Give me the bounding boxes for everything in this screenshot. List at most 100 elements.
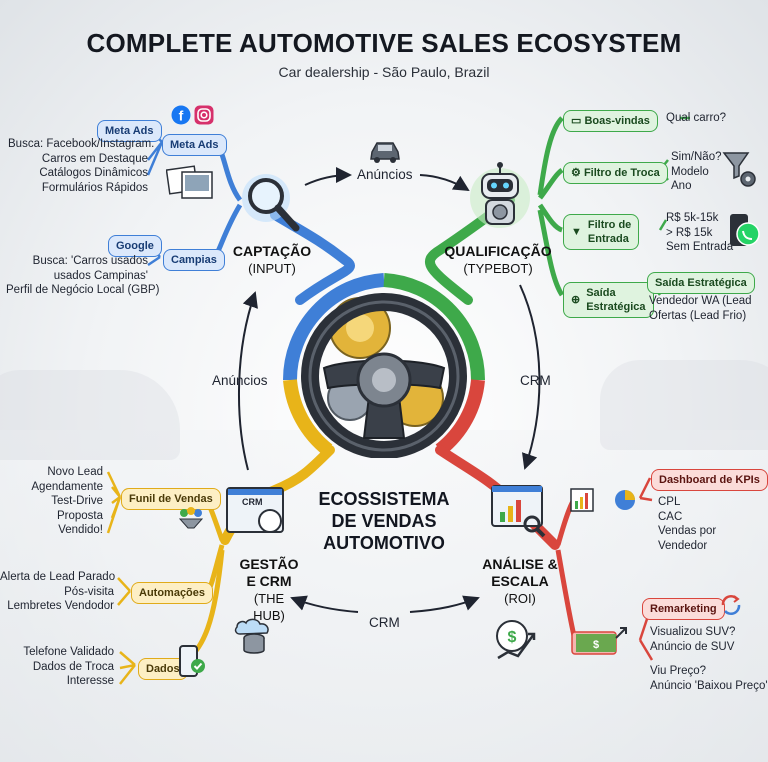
captacao-hub-title: CAPTAÇÃO (INPUT): [222, 243, 322, 277]
list-item: > R$ 15k: [666, 226, 733, 241]
analise-title-line2: ESCALA: [470, 573, 570, 590]
list-item: Vendas por: [658, 524, 716, 539]
remarketing-items: Visualizou SUV? Anúncio de SUV Viu Preço…: [650, 625, 768, 693]
list-item: Agendamente: [8, 480, 103, 495]
list-item: Catálogos Dinâmicos: [8, 166, 148, 181]
flow-label-top: Anúncios: [357, 167, 413, 182]
list-item: Formulários Rápidos: [8, 181, 148, 196]
list-item: Telefone Validado: [8, 645, 114, 660]
captacao-subtitle: (INPUT): [222, 260, 322, 277]
saida-estrategica-pill: ⊕ Saída Estratégica: [563, 282, 654, 318]
boas-vindas-leaf: Qual carro?: [666, 111, 726, 126]
instagram-icon: [194, 105, 214, 125]
list-item: Alerta de Lead Parado: [0, 570, 114, 585]
gestao-title-line1: GESTÃO: [238, 556, 300, 573]
campias-pill: Campias: [163, 249, 225, 271]
list-item: Novo Lead: [8, 465, 103, 480]
boas-vindas-pill: ▭ Boas-vindas: [563, 110, 658, 132]
center-title: ECOSSISTEMA DE VENDAS AUTOMOTIVO: [296, 488, 472, 554]
center-title-line3: AUTOMOTIVO: [296, 532, 472, 554]
filter-icon: ▼: [571, 225, 582, 239]
exit-icon: ⊕: [571, 293, 580, 307]
whatsapp-icon: [728, 212, 760, 250]
crm-screen-icon: CRM: [226, 487, 284, 533]
list-item: Perfil de Negócio Local (GBP): [6, 283, 148, 298]
filtro-troca-pill: ⚙ Filtro de Troca: [563, 162, 668, 184]
filtro-entrada-items: R$ 5k-15k > R$ 15k Sem Entrada: [666, 211, 733, 255]
crm-screen-label: CRM: [228, 495, 282, 507]
chat-icon: ▭: [571, 115, 581, 127]
qualificacao-title: QUALIFICAÇÃO: [438, 243, 558, 260]
analise-hub-title: ANÁLISE & ESCALA (ROI): [470, 556, 570, 607]
filtro-troca-items: Sim/Não? Modelo Ano: [671, 150, 722, 194]
meta-ads-items: Busca: Facebook/Instagram. Carros em Des…: [8, 137, 148, 195]
magnifier-icon: [240, 172, 306, 238]
funnel-icon: [722, 150, 760, 190]
phone-check-icon: [178, 644, 206, 678]
list-item: Ofertas (Lead Frio): [649, 309, 752, 324]
list-item: Vendedor WA (Lead: [649, 294, 752, 309]
dashboard-chart-icon: [490, 484, 548, 538]
svg-text:$: $: [593, 639, 599, 651]
dados-items: Telefone Validado Dados de Troca Interes…: [8, 645, 114, 689]
list-item: Vendedor: [658, 539, 716, 554]
captacao-title: CAPTAÇÃO: [222, 243, 322, 260]
automacoes-pill: Automações: [131, 582, 213, 604]
robot-icon: [470, 160, 530, 234]
list-item: Sem Entrada: [666, 240, 733, 255]
saida-line2: Estratégica: [586, 300, 645, 314]
cloud-database-icon: [232, 616, 276, 656]
list-item: Modelo: [671, 165, 722, 180]
list-item: usados Campinas': [6, 269, 148, 284]
list-item: Proposta: [8, 509, 103, 524]
list-item: Carros em Destaque: [8, 152, 148, 167]
car-icon: [368, 138, 402, 164]
gestao-title-line2: E CRM: [238, 573, 300, 590]
qualificacao-subtitle: (TYPEBOT): [438, 260, 558, 277]
saida-items: Vendedor WA (Lead Ofertas (Lead Frio): [649, 294, 752, 323]
list-item: Interesse: [8, 674, 114, 689]
boas-vindas-label: Boas-vindas: [584, 115, 649, 127]
funil-items: Novo Lead Agendamente Test-Drive Propost…: [8, 465, 103, 538]
list-item: CPL: [658, 495, 716, 510]
list-item: R$ 5k-15k: [666, 211, 733, 226]
flow-label-right: CRM: [520, 373, 551, 388]
remarketing-pill: Remarketing: [642, 598, 725, 620]
list-item: Test-Drive: [8, 494, 103, 509]
list-item: Anúncio 'Baixou Preço': [650, 679, 768, 694]
roi-dollar-icon: $: [494, 614, 542, 662]
list-item: CAC: [658, 510, 716, 525]
list-item: Busca: Facebook/Instagram.: [8, 137, 148, 152]
facebook-icon: f: [171, 105, 191, 125]
gestao-hub-title: GESTÃO E CRM (THE HUB): [238, 556, 300, 624]
gear-icon: ⚙: [571, 167, 581, 179]
list-item: Viu Preço?: [650, 664, 768, 679]
list-item: Anúncio de SUV: [650, 640, 768, 655]
center-title-line2: DE VENDAS: [296, 510, 472, 532]
automacoes-items: Alerta de Lead Parado Pós-visita Lembret…: [0, 570, 114, 614]
refresh-icon: [719, 593, 743, 617]
analise-title-line3: (ROI): [470, 590, 570, 607]
list-item: Busca: 'Carros usados: [6, 254, 148, 269]
filtro-entrada-line1: Filtro de: [588, 218, 631, 232]
list-item: Dados de Troca: [8, 660, 114, 675]
money-icon: $: [568, 624, 632, 658]
saida-line1: Saída: [586, 286, 645, 300]
steering-wheel-icon: [290, 288, 478, 458]
svg-text:f: f: [179, 108, 184, 124]
flow-label-left: Anúncios: [212, 373, 268, 388]
meta-ads-inner-pill: Meta Ads: [162, 134, 227, 156]
kpi-items: CPL CAC Vendas por Vendedor: [658, 495, 716, 553]
flow-label-bottom: CRM: [369, 615, 400, 630]
svg-text:$: $: [508, 629, 517, 646]
filtro-entrada-line2: Entrada: [588, 232, 631, 246]
analise-title-line1: ANÁLISE &: [470, 556, 570, 573]
center-title-line1: ECOSSISTEMA: [296, 488, 472, 510]
kpi-charts-icon: [570, 487, 638, 513]
filtro-entrada-pill: ▼ Filtro de Entrada: [563, 214, 639, 250]
list-item: Visualizou SUV?: [650, 625, 768, 640]
clock-icon: [258, 509, 282, 533]
car-photos-icon: [166, 162, 216, 202]
list-item: Sim/Não?: [671, 150, 722, 165]
saida-estrategica-tag: Saída Estratégica: [647, 272, 755, 294]
